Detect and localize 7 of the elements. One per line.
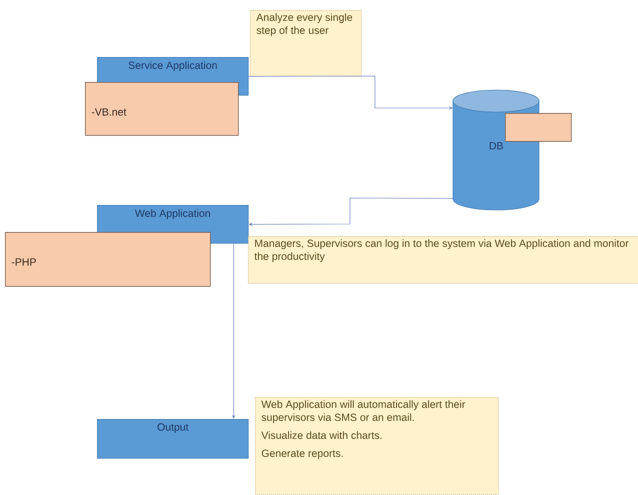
tool-box: -VB.net [85, 82, 239, 136]
tool-box: -PHP [5, 232, 211, 287]
note-box: Analyze every single step of the user [250, 10, 362, 77]
process-box: Output [97, 419, 249, 459]
note-box: Managers, Supervisors can log in to the system via Web Application and monitor the productivity [248, 236, 638, 284]
tool-box [505, 113, 572, 142]
note-box: Web Application will automatically alert their supervisors via SMS or an email. Visualize data with charts. Generate reports. [255, 397, 499, 495]
